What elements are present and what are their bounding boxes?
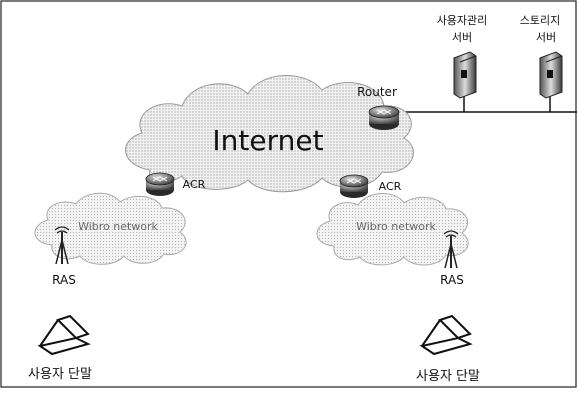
ras-right-label: RAS	[440, 273, 464, 287]
laptop-right-icon	[419, 314, 473, 356]
user-management-server-icon	[453, 51, 477, 99]
acr-left-router-icon	[145, 172, 175, 196]
internet-cloud	[125, 75, 414, 193]
wibro-left-label: Wibro network	[78, 220, 158, 233]
router-label: Router	[357, 85, 397, 99]
laptop-left-icon	[37, 314, 91, 356]
ras-left-label: RAS	[52, 273, 76, 287]
wibro-right-label: Wibro network	[356, 220, 436, 233]
server-user-mgmt-line1: 사용자관리	[437, 14, 488, 27]
internet-label: Internet	[212, 124, 323, 157]
acr-left-label: ACR	[183, 178, 206, 191]
server-storage-line2: 서버	[536, 31, 556, 44]
wibro-cloud-left	[34, 192, 187, 265]
terminal-right-label: 사용자 단말	[416, 369, 480, 384]
router-icon	[368, 105, 400, 130]
storage-server-icon	[539, 51, 563, 99]
acr-right-router-icon	[339, 174, 369, 198]
server-user-mgmt-line2: 서버	[452, 31, 472, 44]
terminal-left-label: 사용자 단말	[28, 367, 92, 382]
wibro-cloud-right	[316, 193, 469, 266]
acr-right-label: ACR	[379, 180, 402, 193]
ras-right-antenna-icon	[443, 230, 459, 269]
ras-left-antenna-icon	[54, 226, 70, 265]
server-storage-line1: 스토리지	[520, 14, 560, 27]
